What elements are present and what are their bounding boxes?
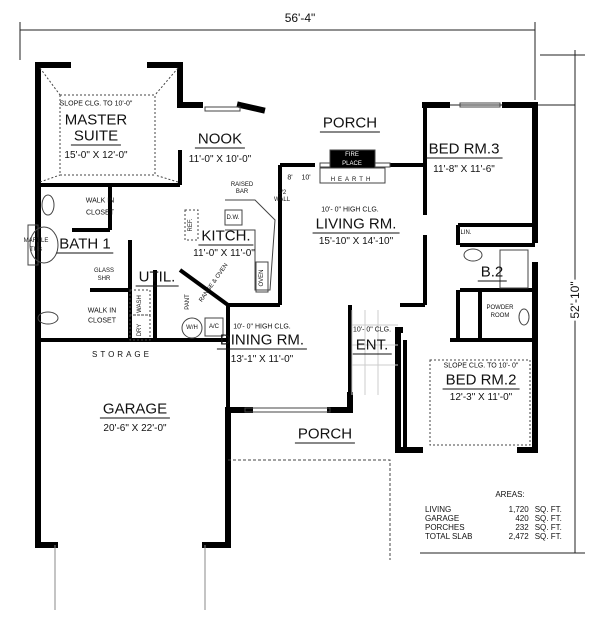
walk-in-closet-1-label-2: CLOSET xyxy=(85,209,115,217)
glass-shower-label-2: SHR xyxy=(97,276,111,282)
rear-porch-name: PORCH xyxy=(319,116,381,133)
glass-shower-label-1: GLASS xyxy=(93,268,115,274)
bath2-name: B.2 xyxy=(477,265,507,282)
garage-size: 20'-6" X 22'-0" xyxy=(103,423,167,434)
walk-in-closet-2-label-2: CLOSET xyxy=(87,317,117,325)
area-unit: SQ. FT. xyxy=(534,514,562,523)
area-label: PORCHES xyxy=(425,523,465,532)
pantry-label: PANT xyxy=(185,294,191,310)
nook-name: NOOK xyxy=(194,132,246,149)
water-heater-label: W/H xyxy=(186,325,198,331)
powder-room-label-2: ROOM xyxy=(490,313,510,319)
ceiling-mark-10: 10' xyxy=(301,174,311,182)
areas-row: LIVING 1,720 SQ. FT. xyxy=(425,505,575,514)
kitchen-name: KITCH. xyxy=(198,229,254,246)
area-unit: SQ. FT. xyxy=(534,505,562,514)
utility-name: UTIL. xyxy=(135,270,179,287)
ceiling-mark-8: 8' xyxy=(287,174,293,182)
living-name: LIVING RM. xyxy=(312,217,400,234)
dining-size: 13'-1" X 11'-0" xyxy=(230,354,294,365)
master-name-1: MASTER xyxy=(64,111,128,129)
half-wall-label-2: WALL xyxy=(273,197,291,203)
bed2-name: BED RM.2 xyxy=(442,373,520,390)
area-unit: SQ. FT. xyxy=(534,523,562,532)
fireplace-label-1: FIRE xyxy=(345,152,359,158)
area-unit: SQ. FT. xyxy=(534,532,562,541)
dining-name: DINING RM. xyxy=(216,333,308,350)
half-wall-label-1: 1/2 xyxy=(277,190,287,196)
bed3-name: BED RM.3 xyxy=(425,142,503,159)
kitchen-size: 11'-0" X 11'-0" xyxy=(193,248,255,259)
powder-room-label-1: POWDER xyxy=(486,305,514,311)
ac-label: A/C xyxy=(208,324,220,330)
raised-bar-label-1: RAISED xyxy=(230,182,254,188)
marble-tub-label-2: TUB xyxy=(30,247,42,253)
areas-row: PORCHES 232 SQ. FT. xyxy=(425,523,575,532)
garage-name: GARAGE xyxy=(99,402,171,419)
linen-label: LIN. xyxy=(460,230,472,236)
overall-depth-dimension: 52'-10" xyxy=(568,279,582,321)
living-ceiling-note: 10'- 0" HIGH CLG. xyxy=(321,206,379,214)
washer-label: WASH xyxy=(137,295,143,313)
master-size: 15'-0" X 12'-0" xyxy=(64,150,128,161)
exterior-walls xyxy=(35,62,538,548)
bed2-ceiling-note: SLOPE CLG. TO 10'- 0" xyxy=(443,362,519,370)
oven-label: OVEN xyxy=(259,269,265,287)
areas-row: GARAGE 420 SQ. FT. xyxy=(425,514,575,523)
areas-title: AREAS: xyxy=(495,490,525,499)
walk-in-closet-2-label-1: WALK IN xyxy=(87,307,117,315)
walk-in-closet-1-label-1: WALK IN xyxy=(85,197,115,205)
fireplace-label-2: PLACE xyxy=(342,161,362,167)
raised-bar-label-2: BAR xyxy=(235,189,249,195)
area-value: 232 xyxy=(515,523,529,532)
fixtures xyxy=(27,67,531,610)
hearth-label: HEARTH xyxy=(330,177,374,183)
living-size: 15'-10" X 14'-10" xyxy=(318,236,394,247)
bed3-size: 11'-8" X 11'-6" xyxy=(433,164,495,175)
entry-ceiling-note: 10'- 0" CLG. xyxy=(352,326,392,334)
area-label: LIVING xyxy=(425,505,452,514)
storage-label: STORAGE xyxy=(92,350,152,359)
dishwasher-label: D.W. xyxy=(226,215,240,221)
master-ceiling-note: SLOPE CLG. TO 10'-0" xyxy=(59,100,133,108)
entry-name: ENT. xyxy=(352,338,392,355)
area-label: GARAGE xyxy=(425,514,460,523)
nook-size: 11'-0" X 10'-0" xyxy=(188,154,252,165)
marble-tub-label-1: MARBLE xyxy=(23,238,49,244)
master-name-2: SUITE xyxy=(70,129,122,146)
area-label: TOTAL SLAB xyxy=(425,532,473,541)
bed2-size: 12'-3" X 11'-0" xyxy=(449,392,513,403)
overall-width-dimension: 56'-4" xyxy=(284,11,316,25)
area-value: 420 xyxy=(515,514,529,523)
front-porch-name: PORCH xyxy=(294,427,356,444)
area-value: 2,472 xyxy=(508,532,529,541)
refrigerator-label: REF. xyxy=(188,218,194,232)
bath1-name: BATH 1 xyxy=(56,237,114,254)
dryer-label: DRY xyxy=(137,323,143,337)
dining-ceiling-note: 10'- 0" HIGH CLG. xyxy=(233,323,291,331)
area-value: 1,720 xyxy=(508,505,529,514)
areas-row: TOTAL SLAB 2,472 SQ. FT. xyxy=(425,532,575,541)
